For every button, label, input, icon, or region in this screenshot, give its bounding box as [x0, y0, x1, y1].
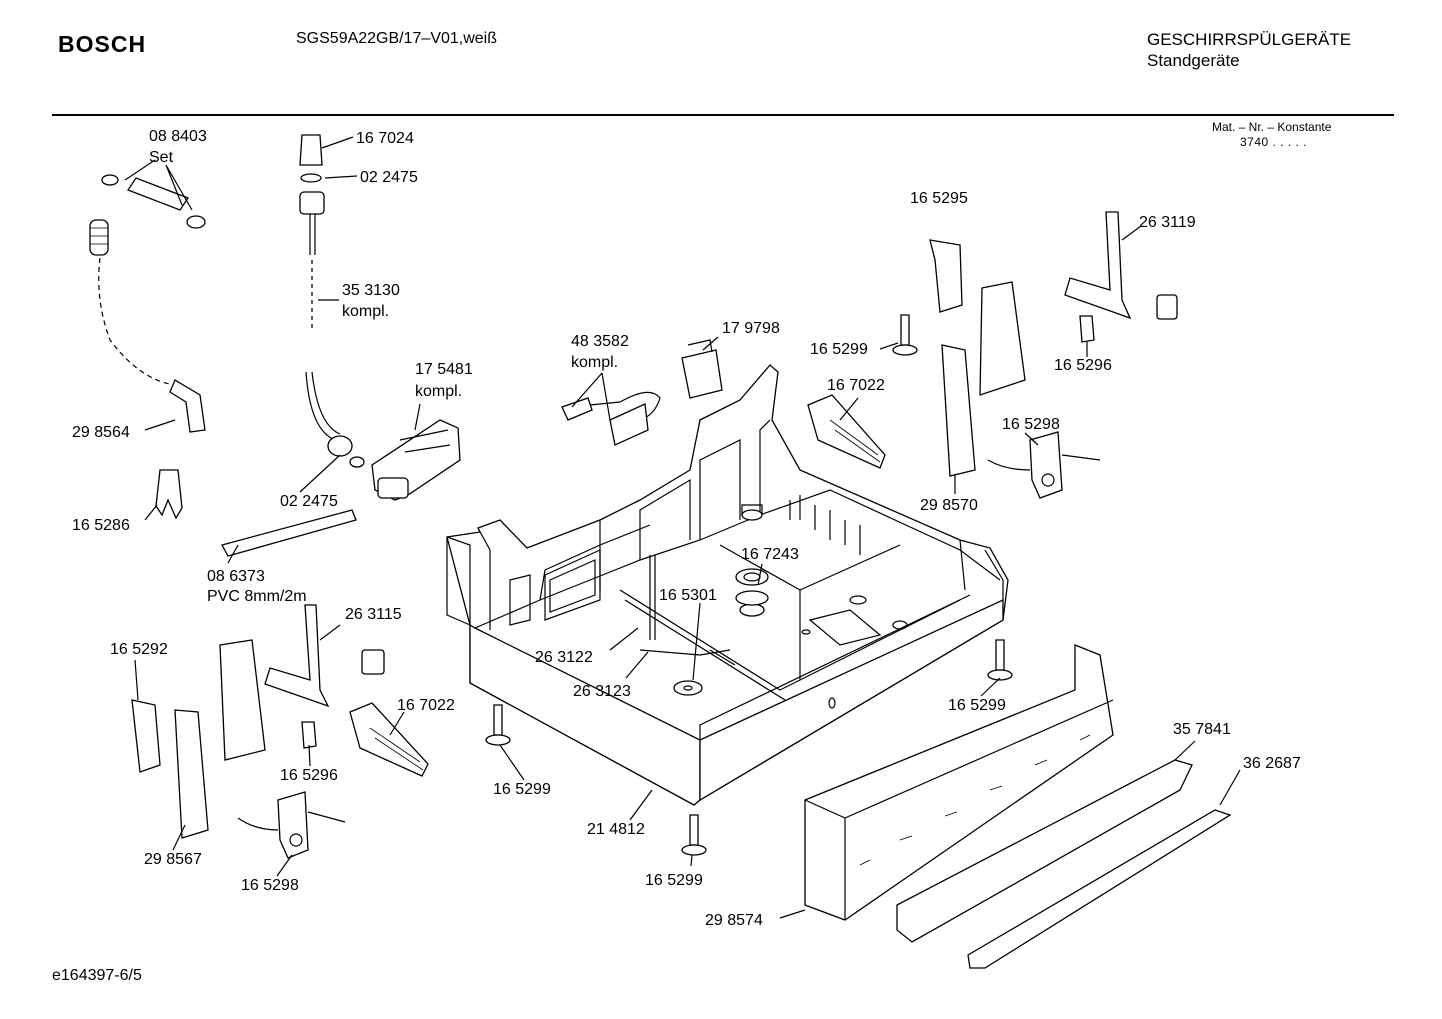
part-callout: 29 8564 — [72, 424, 130, 441]
bracket-part[interactable] — [929, 239, 963, 313]
panel-part-left[interactable] — [174, 639, 266, 839]
part-callout: 16 5296 — [280, 767, 338, 784]
screw-part-top[interactable] — [892, 314, 918, 356]
category-subtitle: Standgeräte — [1147, 51, 1240, 70]
part-callout: 16 5292 — [110, 641, 168, 658]
part-callout-note: kompl. — [571, 354, 618, 371]
part-callout: 16 5296 — [1054, 357, 1112, 374]
screw-part-bottom[interactable] — [681, 814, 707, 856]
part-callout: 21 4812 — [587, 821, 645, 838]
bracket-part-left[interactable] — [131, 699, 161, 773]
material-number-label: Mat. – Nr. – Konstante — [1212, 120, 1332, 134]
part-callouts: 08 8403 Set 16 7024 02 2475 35 3130 komp… — [72, 128, 1301, 929]
cable-assembly-part[interactable] — [561, 391, 661, 446]
part-callout: 29 8567 — [144, 851, 202, 868]
clip-part-left[interactable] — [301, 721, 317, 749]
screw-part-left[interactable] — [485, 704, 511, 746]
part-callout: 26 3123 — [573, 683, 631, 700]
part-callout: 35 7841 — [1173, 721, 1231, 738]
part-callout: 16 7024 — [356, 130, 414, 147]
brand-logo: BOSCH — [58, 31, 147, 57]
part-callout: 16 5299 — [645, 872, 703, 889]
drain-hose-part[interactable] — [89, 219, 206, 433]
spring-part-left[interactable] — [349, 702, 429, 777]
part-callout: 16 5299 — [948, 697, 1006, 714]
hinge-part-right[interactable] — [1064, 211, 1178, 320]
screw-part-right[interactable] — [987, 639, 1013, 681]
base-tub-part[interactable] — [446, 364, 1009, 806]
part-callout-note: kompl. — [415, 383, 462, 400]
part-callout: 26 3115 — [345, 606, 402, 623]
hose-set-part[interactable] — [101, 174, 206, 229]
part-callout-note: kompl. — [342, 303, 389, 320]
sensor-part-left[interactable] — [237, 791, 346, 859]
part-callout: 16 5299 — [810, 341, 868, 358]
part-callout: 29 8570 — [920, 497, 978, 514]
seal-ring-part[interactable] — [735, 590, 769, 606]
part-callout: 17 9798 — [722, 320, 780, 337]
part-callout: 16 7243 — [741, 546, 799, 563]
clip-part-right[interactable] — [1079, 315, 1095, 343]
part-callout: 29 8574 — [705, 912, 763, 929]
inlet-valve-part[interactable] — [371, 419, 461, 501]
part-callout: 16 5298 — [1002, 416, 1060, 433]
part-callout: 08 8403 — [149, 128, 207, 145]
part-callout: 02 2475 — [280, 493, 338, 510]
pvc-tube-part[interactable] — [221, 509, 357, 557]
clip-part[interactable] — [155, 469, 183, 520]
part-callout: 16 5295 — [910, 190, 968, 207]
part-callout: 16 7022 — [397, 697, 455, 714]
relay-part[interactable] — [681, 339, 723, 399]
inlet-hose-part[interactable] — [299, 134, 365, 468]
part-callout: 17 5481 — [415, 361, 473, 378]
leader-lines — [124, 136, 1241, 919]
panel-part-right[interactable] — [941, 281, 1026, 477]
document-id: e164397-6/5 — [52, 967, 142, 984]
hinge-part-left[interactable] — [264, 604, 385, 708]
part-callout: 16 5286 — [72, 517, 130, 534]
category-title: GESCHIRRSPÜLGERÄTE — [1147, 30, 1352, 49]
part-callout: 26 3122 — [535, 649, 593, 666]
header-divider — [52, 114, 1394, 116]
part-callout: 02 2475 — [360, 169, 418, 186]
kick-plate-part[interactable] — [804, 644, 1114, 921]
part-callout: 16 5299 — [493, 781, 551, 798]
part-callout-note: PVC 8mm/2m — [207, 588, 307, 605]
part-callout-note: Set — [149, 149, 174, 166]
part-callout: 16 5301 — [659, 587, 717, 604]
sensor-part-right[interactable] — [987, 431, 1101, 499]
material-number-value: 3740 . . . . . — [1240, 135, 1308, 149]
part-callout: 16 5298 — [241, 877, 299, 894]
model-number: SGS59A22GB/17–V01,weiß — [296, 30, 498, 47]
part-callout: 16 7022 — [827, 377, 885, 394]
part-callout: 08 6373 — [207, 568, 265, 585]
part-callout: 48 3582 — [571, 333, 629, 350]
part-callout: 26 3119 — [1139, 214, 1196, 231]
seal-strip-part[interactable] — [967, 809, 1232, 969]
part-callout: 36 2687 — [1243, 755, 1301, 772]
spring-part-right[interactable] — [807, 394, 886, 469]
part-callout: 35 3130 — [342, 282, 400, 299]
